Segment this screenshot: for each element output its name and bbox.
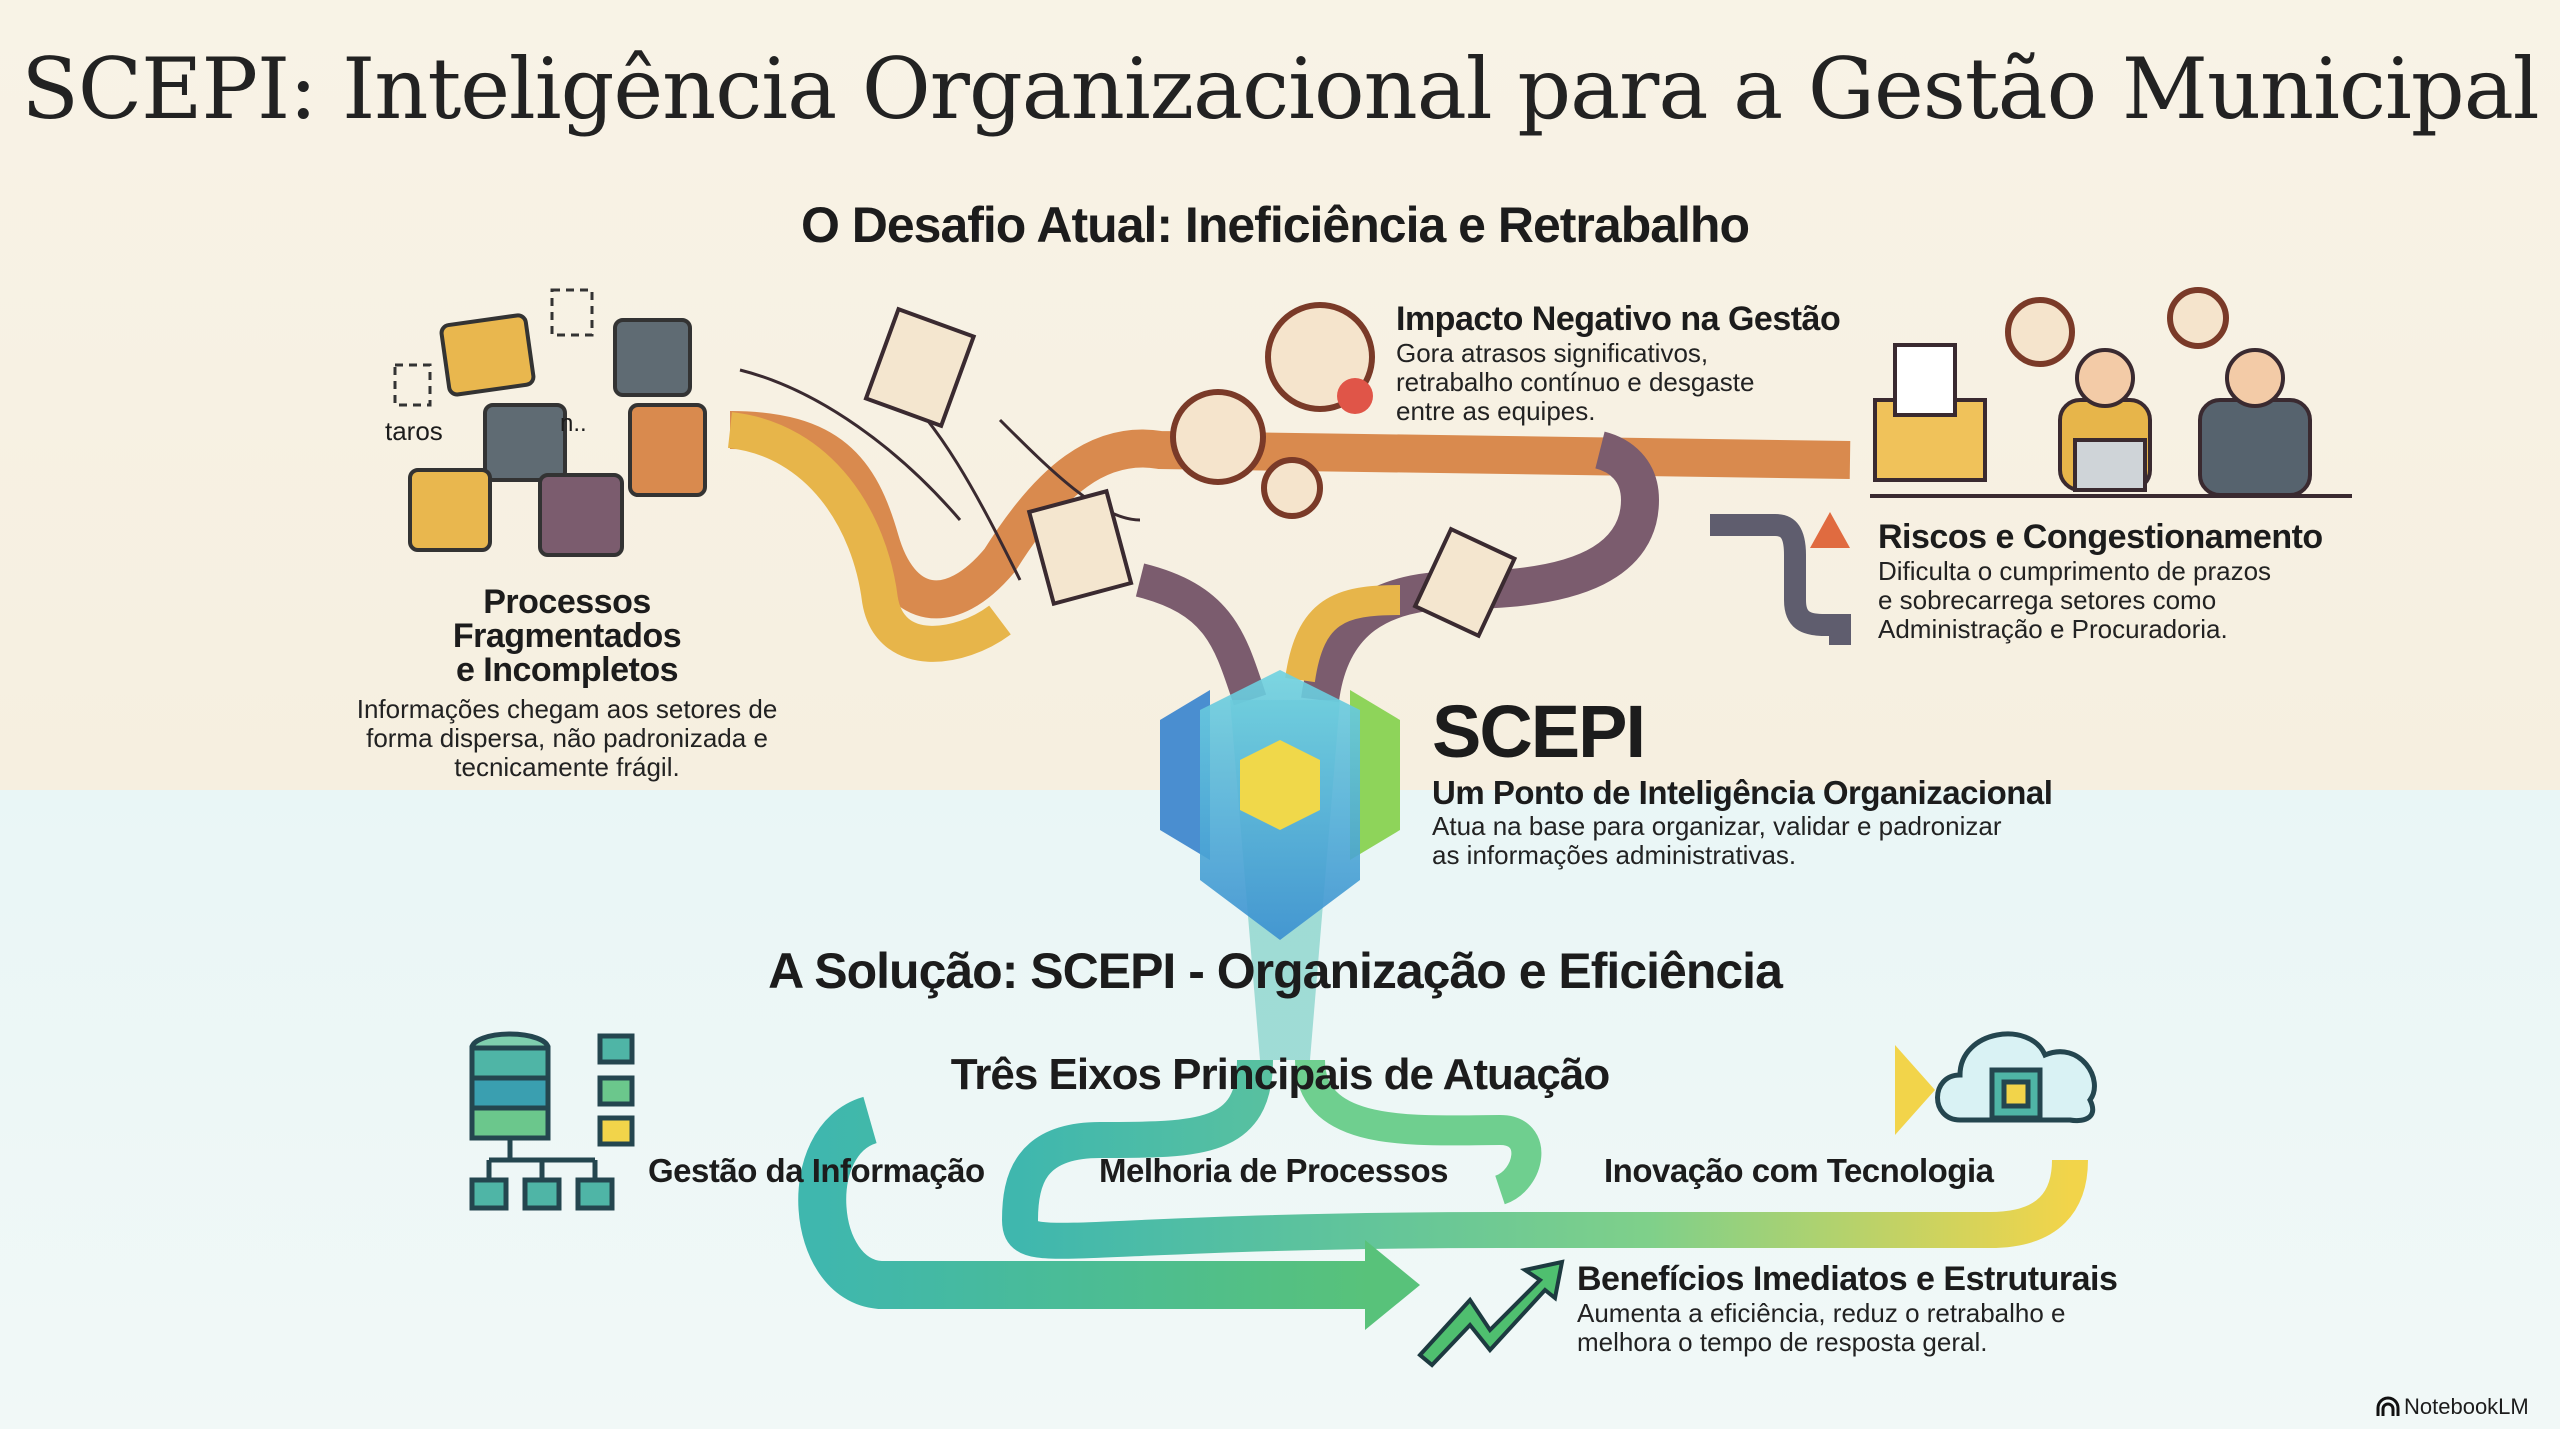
stressed-workers-illustration: [1870, 343, 2352, 498]
growth-arrow-icon: [1417, 1259, 1565, 1368]
body-line: Aumenta a eficiência, reduz o retrabalho…: [1577, 1298, 2066, 1328]
body-line: Administração e Procuradoria.: [1878, 614, 2228, 644]
puzzle-pieces-icon: [393, 288, 707, 557]
puzzle-fragment-label: n..: [560, 410, 587, 437]
database-hierarchy-icon: [469, 1031, 635, 1211]
error-x-icon: [1337, 378, 1373, 414]
scepi-name: SCEPI: [1432, 690, 1646, 773]
solution-heading: A Solução: SCEPI - Organização e Eficiên…: [768, 943, 1783, 999]
cloud-chip-icon: [1935, 1031, 2097, 1124]
fragmented-processes-title: Processos Fragmentados e Incompletos: [367, 585, 767, 687]
benefits-block: Benefícios Imediatos e Estruturais Aumen…: [1577, 1260, 2118, 1357]
solution-flow-arrows: [655, 1045, 2088, 1330]
fragmented-processes-body: Informações chegam aos setores de forma …: [317, 695, 817, 782]
axes-heading: Três Eixos Principais de Atuação: [950, 1050, 1610, 1099]
document-icon: [863, 306, 1518, 639]
body-line: tecnicamente frágil.: [454, 752, 680, 782]
body-line: Dificulta o cumprimento de prazos: [1878, 556, 2272, 586]
axis-information-management: Gestão da Informação: [648, 1152, 985, 1189]
risks-title: Riscos e Congestionamento: [1878, 518, 2323, 556]
body-line: entre as equipes.: [1396, 396, 1596, 426]
challenge-section-background: [0, 0, 2560, 790]
impact-title: Impacto Negativo na Gestão: [1396, 300, 1841, 338]
body-line: Informações chegam aos setores de: [356, 694, 778, 724]
notebooklm-logo-icon: [2376, 1396, 2400, 1416]
title-line: e Incompletos: [455, 651, 679, 689]
axis-process-improvement: Melhoria de Processos: [1099, 1152, 1448, 1189]
leaking-pipe-icon: [1710, 514, 1851, 645]
risks-block: Riscos e Congestionamento Dificulta o cu…: [1878, 518, 2323, 644]
scepi-logo-icon: [1160, 670, 1400, 1060]
body-line: Atua na base para organizar, validar e p…: [1432, 811, 2002, 841]
tangled-process-paths: [727, 368, 1851, 706]
body-line: as informações administrativas.: [1432, 840, 1797, 870]
impact-block: Impacto Negativo na Gestão Gora atrasos …: [1396, 300, 1841, 426]
notebooklm-watermark: NotebookLM: [2404, 1394, 2529, 1419]
body-line: retrabalho contínuo e desgaste: [1396, 367, 1755, 397]
body-line: forma dispersa, não padronizada e: [366, 723, 768, 753]
body-line: melhora o tempo de resposta geral.: [1577, 1327, 1988, 1357]
title-line: Fragmentados: [452, 617, 682, 655]
axis-technology-innovation: Inovação com Tecnologia: [1604, 1152, 1994, 1189]
body-line: e sobrecarrega setores como: [1878, 585, 2217, 615]
title-line: Processos: [483, 583, 651, 621]
warning-icon: [1810, 512, 1850, 548]
scepi-subtitle: Um Ponto de Inteligência Organizacional: [1432, 774, 2053, 811]
puzzle-fragment-label: taros: [385, 416, 443, 446]
page-title: SCEPI: Inteligência Organizacional para …: [21, 40, 2539, 138]
challenge-heading: O Desafio Atual: Ineficiência e Retrabal…: [800, 197, 1750, 253]
scepi-block: SCEPI Um Ponto de Inteligência Organizac…: [1432, 690, 2053, 870]
body-line: Gora atrasos significativos,: [1396, 338, 1709, 368]
benefits-title: Benefícios Imediatos e Estruturais: [1577, 1260, 2118, 1298]
